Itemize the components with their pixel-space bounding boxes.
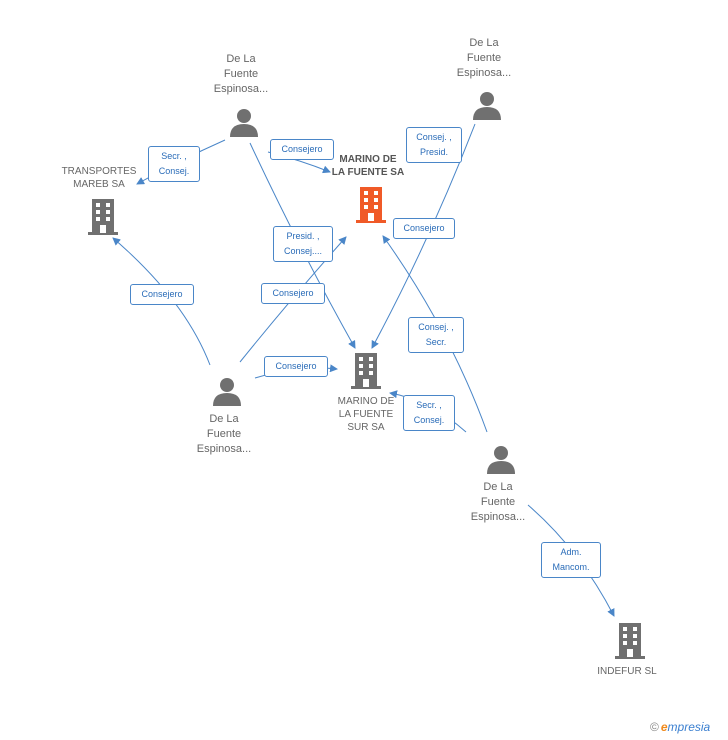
edge-label[interactable]: Consejero — [270, 139, 334, 160]
edge-label[interactable]: Consejero — [264, 356, 328, 377]
brand-initial: e — [660, 720, 668, 734]
person-icon[interactable] — [229, 107, 259, 137]
edge-label[interactable]: Adm.Mancom. — [541, 542, 601, 578]
edge-label[interactable]: Consej. ,Secr. — [408, 317, 464, 353]
person-icon[interactable] — [472, 90, 502, 120]
building-icon[interactable] — [88, 199, 118, 235]
brand-name: mpresia — [667, 720, 711, 734]
copyright-symbol: © — [650, 720, 659, 734]
building-icon[interactable] — [351, 353, 381, 389]
edge-label[interactable]: Secr. ,Consej. — [148, 146, 200, 182]
person-icon[interactable] — [486, 444, 516, 474]
building-icon[interactable] — [615, 623, 645, 659]
edge-label[interactable]: Consejero — [393, 218, 455, 239]
edge-label[interactable]: Consejero — [261, 283, 325, 304]
edge-label[interactable]: Presid. ,Consej.... — [273, 226, 333, 262]
edge-label[interactable]: Consej. ,Presid. — [406, 127, 462, 163]
person-icon[interactable] — [212, 376, 242, 406]
company-label[interactable]: INDEFUR SL — [597, 666, 657, 677]
brand-footer: ©empresia — [650, 720, 710, 734]
building-icon-main[interactable] — [356, 187, 386, 223]
edge-label[interactable]: Consejero — [130, 284, 194, 305]
edge-label[interactable]: Secr. ,Consej. — [403, 395, 455, 431]
